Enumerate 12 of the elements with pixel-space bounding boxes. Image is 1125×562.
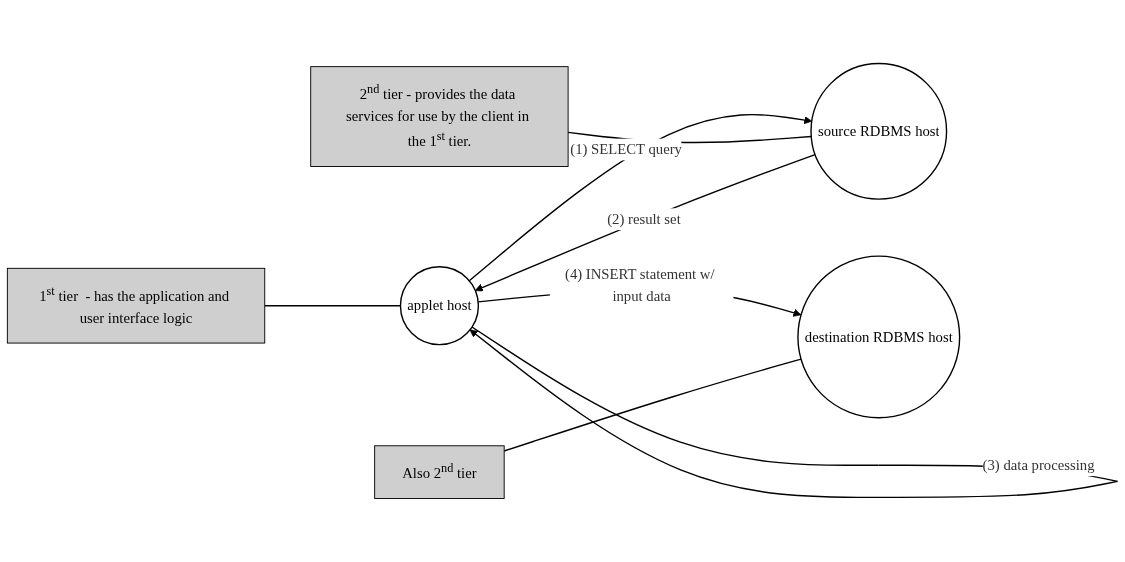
edge-label: (1) SELECT query bbox=[570, 141, 682, 157]
node-box: 1$^{st}$ tier - has the application and user interface logic bbox=[6, 267, 266, 344]
node-box: Also 2$^{nd}$ tier bbox=[374, 445, 505, 499]
arrow bbox=[474, 153, 816, 292]
connector bbox=[503, 358, 802, 452]
node-circle: source RDBMS host bbox=[810, 62, 948, 200]
edge-label: (4) INSERT statement w/ input data bbox=[565, 266, 715, 304]
node-circle: applet host bbox=[399, 266, 480, 346]
node-circle: destination RDBMS host bbox=[797, 255, 961, 419]
node-box: 2$^{nd}$ tier - provides the data services for use by the client in the 1$^{st}$ tier. bbox=[310, 66, 569, 167]
edge-label: (3) data processing bbox=[982, 456, 1095, 473]
edge-label: (2) result set bbox=[607, 211, 681, 227]
